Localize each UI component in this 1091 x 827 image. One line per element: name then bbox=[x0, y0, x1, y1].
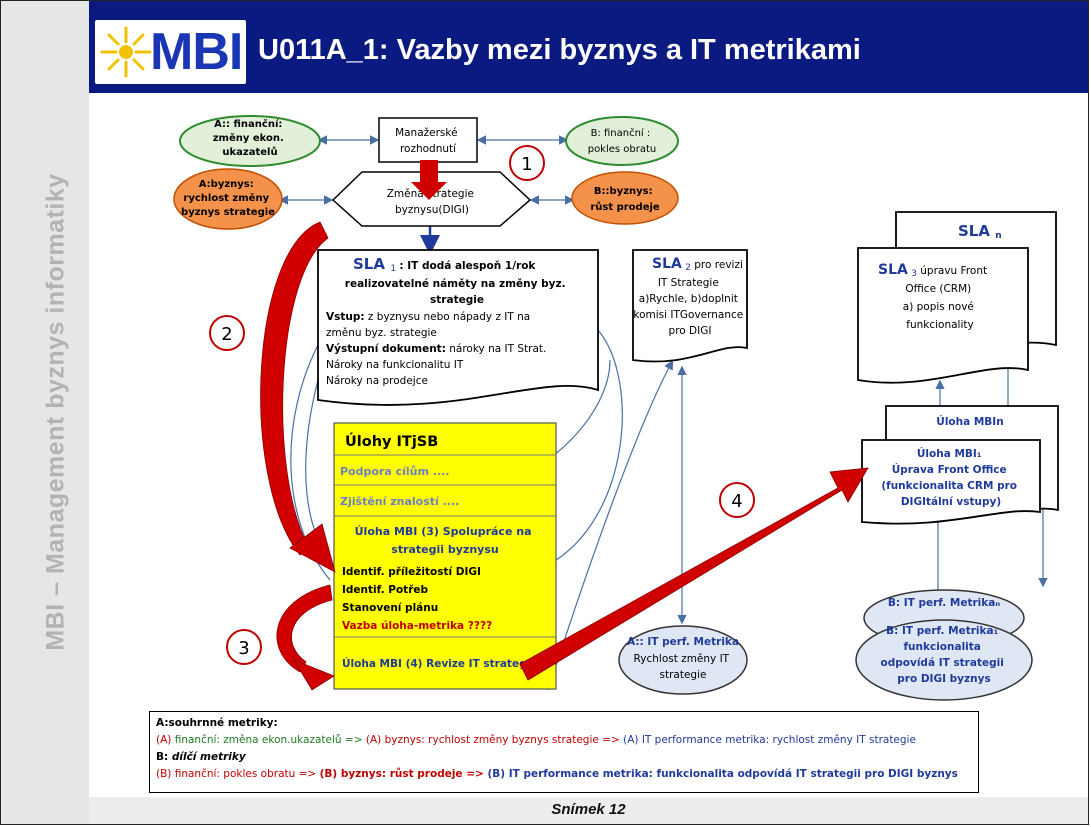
red-arrowhead-2 bbox=[289, 523, 336, 573]
legend-b-title: B: dílčí metriky bbox=[156, 751, 246, 763]
sla3-document bbox=[857, 247, 1029, 384]
slide-title: U011A_1: Vazby mezi byznys a IT metrikam… bbox=[258, 34, 861, 66]
step-1-number: 1 bbox=[521, 154, 532, 175]
uloha-mbi1-document bbox=[861, 439, 1041, 525]
business-metric-b-label: B::byznys: růst prodeje bbox=[590, 186, 660, 213]
step-3-badge bbox=[226, 629, 262, 665]
it-metric-bn-label: B: IT perf. Metrikaₙ bbox=[888, 597, 1000, 609]
it-metric-b1-label: B: IT perf. Metrika₁ funkcionalita odpov… bbox=[881, 625, 1008, 685]
sla2-document bbox=[632, 249, 748, 363]
step-4-badge bbox=[719, 482, 755, 518]
sla1-header: SLA 1 : IT dodá alespoň 1/rok bbox=[353, 255, 536, 274]
strategy-change-hexagon bbox=[331, 171, 532, 227]
ulohy-title: Úlohy ITjSB bbox=[345, 432, 438, 450]
step-1-badge bbox=[509, 145, 545, 181]
sidebar bbox=[1, 1, 89, 824]
business-metric-b-ellipse bbox=[571, 171, 679, 225]
sla1-inputs: Vstup: z byznysu nebo nápady z IT na změ… bbox=[326, 311, 550, 387]
sla3-header: SLA 3 úpravu Front bbox=[878, 262, 987, 279]
it-metric-a-label: A:: IT perf. Metrika bbox=[627, 636, 739, 648]
step-3-number: 3 bbox=[238, 638, 249, 659]
legend-box: A:souhrnné metriky: (A) finanční: změna … bbox=[149, 711, 979, 793]
ulohy-row-zjisteni: Zjištění znalostí .... bbox=[340, 495, 459, 508]
step-2-number: 2 bbox=[221, 324, 232, 345]
it-metric-b1-ellipse bbox=[855, 619, 1033, 701]
ulohy-row-vazba: Vazba úloha-metrika ???? bbox=[342, 620, 492, 632]
step-2-badge bbox=[209, 315, 245, 351]
business-metric-a-label: A:byznys: rychlost změny byznys strategi… bbox=[181, 179, 275, 218]
legend-a-line: (A) finanční: změna ekon.ukazatelů => (A… bbox=[156, 734, 916, 746]
manager-decision-box bbox=[378, 117, 478, 163]
ulohy-row-mbi3-title: Úloha MBI (3) Spolupráce na strategii by… bbox=[355, 525, 536, 556]
slide-number: Snímek 12 bbox=[551, 801, 626, 818]
red-curved-arrow-3 bbox=[276, 584, 333, 673]
fin-metric-a-label: A:: finanční: změny ekon. ukazatelů bbox=[213, 118, 288, 158]
uloha-mbin-label: Úloha MBIn bbox=[936, 415, 1003, 428]
red-down-arrow bbox=[411, 160, 447, 200]
red-arrowhead-3 bbox=[293, 659, 335, 691]
business-metric-a-ellipse bbox=[173, 168, 283, 230]
header-bar bbox=[89, 1, 1088, 93]
red-straight-arrow-4 bbox=[519, 467, 869, 681]
sla3-body: Office (CRM) a) popis nové funkcionality bbox=[903, 283, 977, 331]
it-metric-a-detail: Rychlost změny IT strategie bbox=[634, 653, 733, 681]
ulohy-row-mbi3-items: Identif. příležitostí DIGI Identif. Potř… bbox=[342, 566, 485, 614]
manager-decision-label: Manažerské rozhodnutí bbox=[395, 127, 461, 155]
ulohy-row-mbi4: Úloha MBI (4) Revize IT strategie bbox=[342, 657, 537, 670]
logo bbox=[95, 20, 246, 84]
it-metric-a-ellipse bbox=[618, 625, 748, 695]
ulohy-itjsb-table bbox=[333, 422, 557, 690]
sun-icon bbox=[100, 26, 152, 78]
fin-metric-b-label: B: finanční : pokles obratu bbox=[588, 127, 657, 155]
sla2-body: IT Strategie a)Rychle, b)doplnit komisi … bbox=[633, 277, 746, 337]
uloha-mbi1-label: Úloha MBI₁ Úprava Front Office (funkcion… bbox=[881, 447, 1020, 508]
sla2-header: SLA 2 pro revizi bbox=[652, 256, 743, 273]
step-4-number: 4 bbox=[731, 491, 742, 512]
legend-a-title: A:souhrnné metriky: bbox=[156, 717, 278, 729]
footer-bar: Snímek 12 bbox=[89, 797, 1088, 824]
fin-metric-a-ellipse bbox=[179, 115, 321, 167]
fin-metric-b-ellipse bbox=[565, 116, 679, 166]
legend-b-line: (B) finanční: pokles obratu => (B) byzny… bbox=[156, 768, 958, 780]
sla1-document bbox=[317, 249, 599, 406]
slan-title: SLA n bbox=[958, 222, 1002, 241]
sla1-body: realizovatelné náměty na změny byz. stra… bbox=[345, 278, 569, 306]
ulohy-row-podpora: Podpora cílům .... bbox=[340, 465, 450, 478]
logo-text: MBI bbox=[150, 23, 243, 81]
red-curved-arrow-2 bbox=[260, 221, 329, 556]
